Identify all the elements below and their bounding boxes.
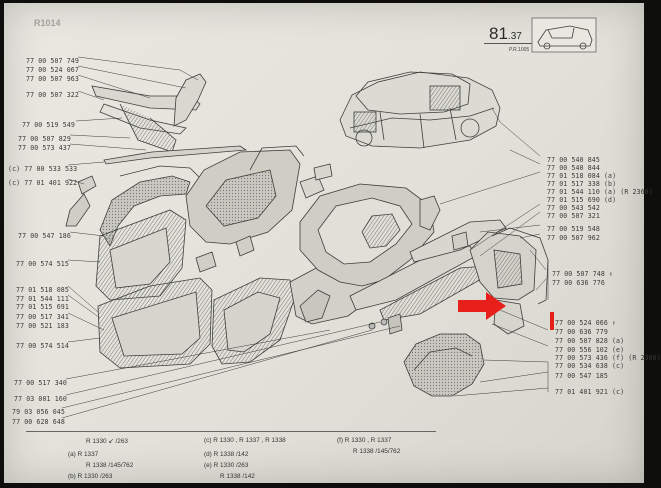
part-label: 77 00 543 542 (547, 204, 600, 212)
part-label: 77 00 507 321 (547, 212, 600, 220)
part-label: 77 00 636 779 (555, 328, 608, 336)
part-label: 77 01 515 691 (16, 303, 69, 311)
part-label: 77 00 636 776 (552, 279, 605, 287)
footnote: (b) R 1330 /263 (68, 473, 113, 480)
part-label: 77 00 573 436 (f) (R 2360) (555, 354, 661, 362)
part-label: 77 00 507 828 (a) (555, 337, 625, 345)
part-label: 77 00 540 845 (547, 156, 600, 164)
part-label: 77 00 507 749 (26, 57, 79, 65)
cropped-heading: R1014 (34, 18, 61, 28)
part-label: 77 01 515 690 (d) (547, 196, 617, 204)
footnote: R 1338 /142 (220, 473, 255, 480)
page-number: 81.37 (489, 24, 522, 44)
print-reference: P.R.1005 (509, 47, 530, 53)
part-label: 77 00 574 514 (16, 342, 69, 350)
part-label: 77 00 507 322 (26, 91, 79, 99)
car-body-shell (339, 71, 501, 149)
part-label: 79 03 056 045 (12, 408, 65, 416)
footnote: (d) R 1338 /142 (204, 451, 249, 458)
part-label: (c) 77 00 533 533 (8, 165, 78, 173)
part-label: 77 00 507 829 (18, 135, 71, 143)
part-label: 77 00 507 962 (547, 234, 600, 242)
part-label: (c) 77 01 401 922 (8, 179, 78, 187)
part-label: 77 01 517 338 (b) (547, 180, 617, 188)
part-label: 77 00 524 066 ↑ (555, 319, 617, 327)
footnote: R 1338 /145/762 (353, 448, 401, 455)
part-label: 77 01 518 084 (a) (547, 172, 617, 180)
part-label: 77 01 401 921 (c) (555, 388, 625, 396)
footnote: (f) R 1330 , R 1337 (337, 437, 392, 444)
part-label: 77 00 547 186 (18, 232, 71, 240)
footnote: R 1330 ↙ /263 (86, 438, 128, 445)
part-label: 77 00 507 963 (26, 75, 79, 83)
part-label: 77 00 521 183 (16, 322, 69, 330)
part-label: 77 01 544 110 (a) (R 2360) (547, 188, 653, 196)
footer-rule (26, 431, 436, 432)
part-label: 77 03 001 160 (14, 395, 67, 403)
car-thumbnail-icon (531, 17, 597, 53)
part-label: 77 00 556 102 (e) (555, 346, 625, 354)
part-label: 77 00 517 340 (14, 379, 67, 387)
part-label: 77 00 507 748 ↑ (552, 270, 614, 278)
part-label: 77 00 524 067 (26, 66, 79, 74)
part-label: 77 00 519 549 (22, 121, 75, 129)
part-label: 77 00 534 638 (c) (555, 362, 625, 370)
part-label: 77 00 547 185 (555, 372, 608, 380)
page-number-main: 81 (489, 24, 508, 43)
part-label: 77 00 574 515 (16, 260, 69, 268)
red-marker-bar (550, 312, 554, 330)
part-label: 77 01 518 085 (16, 286, 69, 294)
part-label: 77 00 519 548 (547, 225, 600, 233)
part-label: 77 00 628 648 (12, 418, 65, 426)
page-number-suffix: .37 (507, 31, 522, 42)
part-label: 77 00 573 437 (18, 144, 71, 152)
red-arrow-icon (458, 292, 506, 320)
part-label: 77 00 517 341 (16, 313, 69, 321)
part-label: 77 00 540 844 (547, 164, 600, 172)
footnote: (c) R 1330 , R 1337 , R 1338 (204, 437, 286, 444)
footnote: R 1338 /145/762 (86, 462, 134, 469)
header-rule (484, 43, 532, 44)
part-label: 77 01 544 111 (16, 295, 69, 303)
footnote: (e) R 1330 /263 (204, 462, 249, 469)
footnote: (a) R 1337 (68, 451, 99, 458)
